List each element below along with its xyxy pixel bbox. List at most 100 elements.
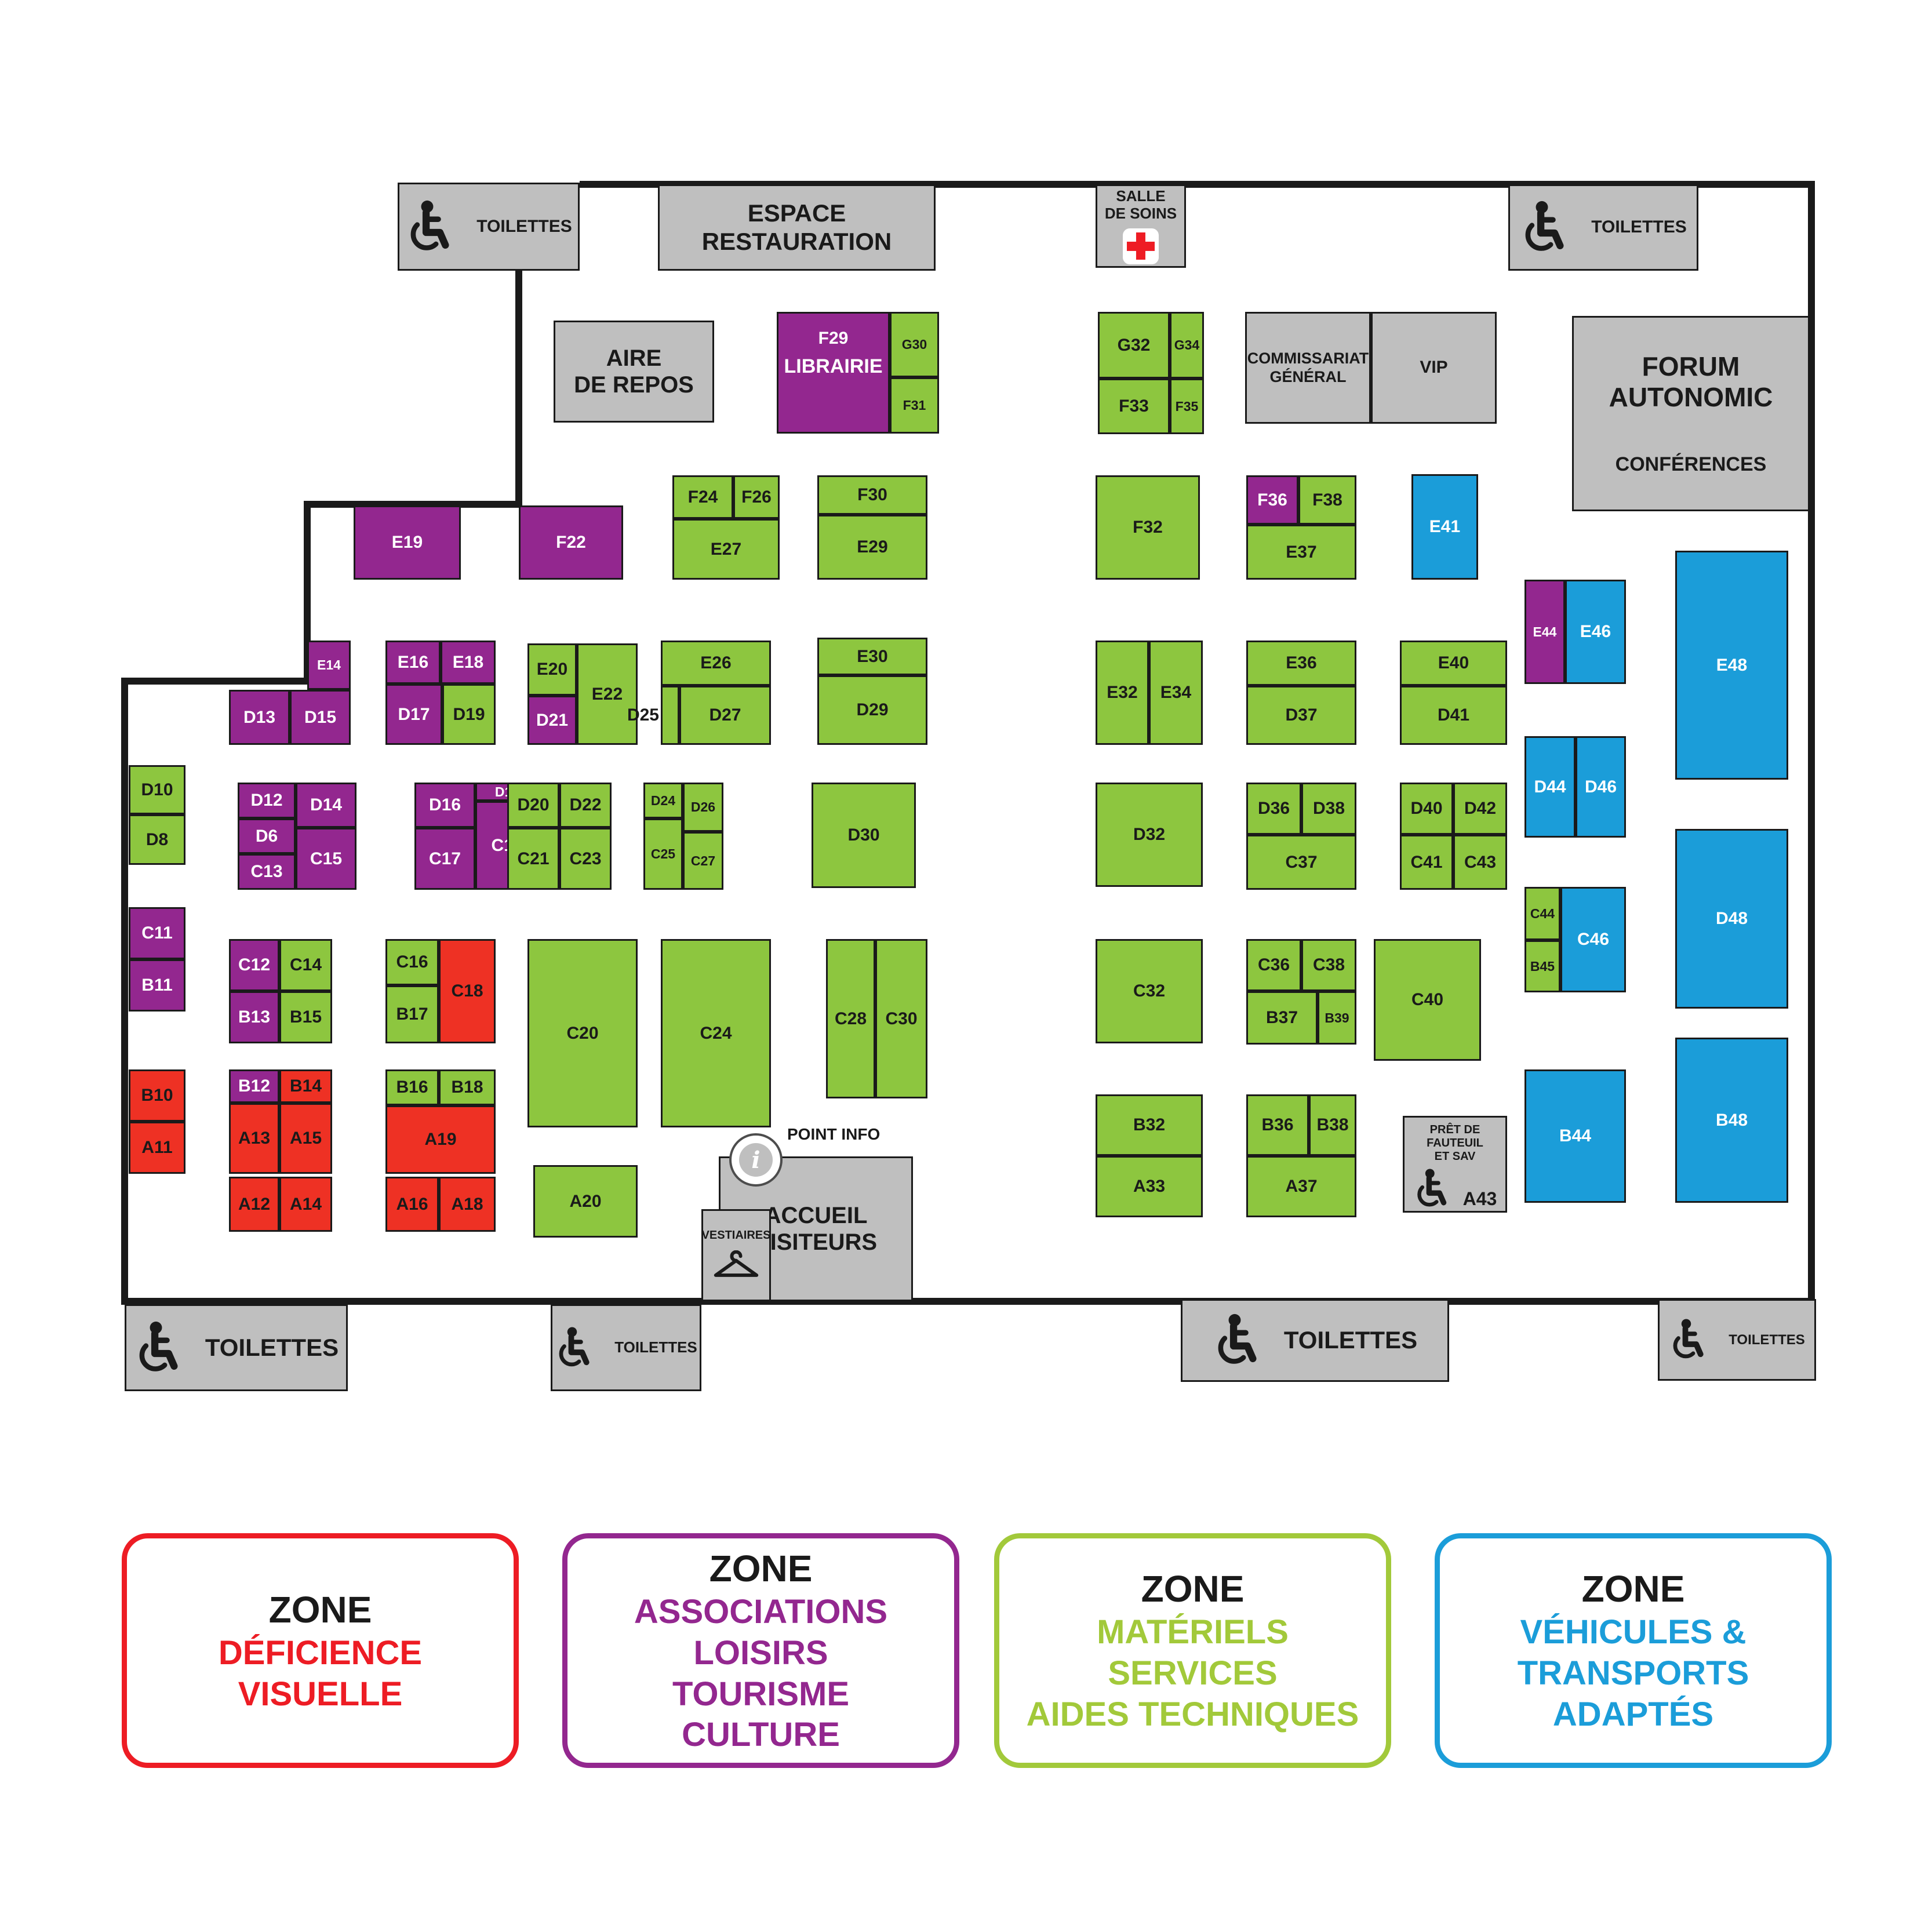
booth-label: D6: [255, 826, 278, 846]
booth-D25: D25: [627, 686, 679, 745]
booth-D37: D37: [1246, 686, 1356, 745]
booth-label: C28: [834, 1009, 867, 1028]
booth-F38: F38: [1298, 475, 1356, 525]
booth-D22: D22: [559, 783, 612, 828]
booth-E18: E18: [441, 641, 496, 684]
booth-C28: C28: [826, 939, 875, 1098]
facility-salle-de-soins: SALLE DE SOINS: [1096, 184, 1186, 268]
booth-D19: D19: [442, 684, 496, 745]
booth-D41: D41: [1400, 686, 1507, 745]
wheelchair-icon: [555, 1326, 598, 1370]
facility-toilettes-bottom-left: TOILETTES: [125, 1304, 348, 1391]
booth-label: A37: [1285, 1177, 1318, 1196]
booth-B17: B17: [385, 985, 439, 1043]
booth-label: B16: [396, 1078, 428, 1097]
booth-label: A18: [451, 1194, 483, 1214]
booth-D38: D38: [1301, 783, 1356, 835]
booth-label: B13: [238, 1007, 271, 1027]
booth-label: B36: [1261, 1115, 1294, 1134]
booth-label: B10: [141, 1086, 173, 1105]
booth-label: F31: [903, 398, 926, 413]
booth-label: C21: [517, 849, 550, 868]
facility-toilettes-bottom-right: TOILETTES: [1181, 1299, 1449, 1382]
booth-label: B44: [1559, 1126, 1592, 1145]
booth-D16: D16: [414, 783, 475, 828]
booth-C38: C38: [1301, 939, 1356, 991]
wheelchair-icon: [1213, 1313, 1268, 1368]
booth-label: D14: [310, 795, 343, 814]
booth-E48: E48: [1675, 551, 1788, 780]
wheelchair-icon: [134, 1320, 189, 1376]
booth-label: C23: [569, 849, 602, 868]
booth-D48: D48: [1675, 829, 1788, 1009]
booth-E44: E44: [1525, 580, 1565, 684]
booth-A12: A12: [229, 1177, 279, 1232]
booth-label: C43: [1464, 852, 1497, 872]
facility-label: TOILETTES: [476, 216, 572, 236]
legend-title: ZONE: [268, 1588, 372, 1631]
booth-G32: G32: [1098, 312, 1170, 379]
booth-B36: B36: [1246, 1094, 1309, 1156]
booth-E19: E19: [354, 505, 461, 580]
booth-label: E37: [1286, 542, 1317, 562]
booth-C18: C18: [439, 939, 496, 1043]
first-aid-cross-icon: [1123, 228, 1159, 264]
booth-D32: D32: [1096, 783, 1203, 887]
legend-line: TRANSPORTS: [1517, 1654, 1749, 1693]
booth-B39: B39: [1318, 991, 1356, 1045]
booth-E27: E27: [672, 519, 780, 580]
point-info-label: POINT INFO: [787, 1125, 881, 1143]
booth-label: C44: [1530, 905, 1555, 921]
booth-label: E29: [857, 537, 888, 556]
legend-title: ZONE: [709, 1548, 813, 1589]
booth-E26: E26: [661, 641, 771, 686]
booth-C11: C11: [129, 907, 185, 959]
booth-G34: G34: [1170, 312, 1204, 379]
booth-F22: F22: [519, 505, 623, 580]
booth-B18: B18: [439, 1069, 496, 1105]
booth-label: E34: [1160, 683, 1192, 702]
booth-label: C40: [1411, 990, 1444, 1009]
booth-label: F33: [1119, 396, 1149, 416]
booth-label: B18: [451, 1078, 483, 1097]
booth-label: D29: [856, 700, 889, 719]
legend-line: ASSOCIATIONS: [634, 1593, 888, 1631]
booth-C16: C16: [385, 939, 439, 985]
booth-E37: E37: [1246, 525, 1356, 580]
booth-label: C30: [885, 1009, 918, 1028]
booth-E22: E22: [577, 643, 638, 745]
booth-E40: E40: [1400, 641, 1507, 686]
booth-label: B32: [1133, 1115, 1166, 1134]
booth-A15: A15: [279, 1103, 332, 1174]
booth-label: E40: [1438, 653, 1469, 672]
booth-label: B17: [396, 1005, 428, 1024]
facility-label: AIRE DE REPOS: [574, 345, 694, 398]
booth-label: D32: [1133, 825, 1166, 844]
facility-vip: VIP: [1371, 312, 1497, 424]
booth-B16: B16: [385, 1069, 439, 1105]
legend-line: CULTURE: [682, 1716, 840, 1754]
booth-C32: C32: [1096, 939, 1203, 1043]
booth-label: C13: [250, 862, 283, 881]
booth-D26: D26: [683, 783, 723, 832]
booth-D6: D6: [238, 818, 296, 854]
booth-label: C24: [700, 1023, 732, 1043]
booth-label: D16: [428, 795, 461, 814]
booth-D10: D10: [129, 765, 185, 814]
booth-C13: C13: [238, 854, 296, 890]
booth-label: B48: [1715, 1110, 1748, 1130]
booth-label: C16: [396, 952, 428, 972]
booth-C17: C17: [414, 828, 475, 890]
booth-label: C15: [310, 849, 343, 868]
booth-label: F30: [857, 485, 887, 504]
booth-C41: C41: [1400, 835, 1453, 890]
booth-label: A11: [141, 1138, 173, 1157]
booth-D20: D20: [507, 783, 559, 828]
legend-line: DÉFICIENCE: [218, 1633, 423, 1672]
booth-label: A33: [1133, 1177, 1166, 1196]
facility-toilettes-top-right: TOILETTES: [1508, 184, 1698, 271]
booth-label: D15: [304, 707, 337, 727]
